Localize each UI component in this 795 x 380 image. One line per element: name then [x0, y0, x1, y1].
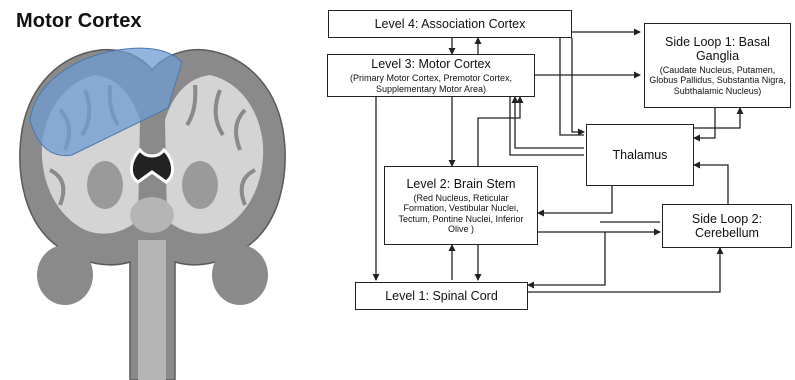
level3-box: Level 3: Motor Cortex (Primary Motor Cor… [327, 54, 535, 97]
level4-box: Level 4: Association Cortex [328, 10, 572, 38]
level2-subtitle: (Red Nucleus, Reticular Formation, Vesti… [385, 193, 537, 235]
level3-title: Level 3: Motor Cortex [371, 57, 491, 71]
level4-title: Level 4: Association Cortex [375, 17, 526, 31]
level2-box: Level 2: Brain Stem (Red Nucleus, Reticu… [384, 166, 538, 245]
thalamus-box: Thalamus [586, 124, 694, 186]
basal-ganglia-subtitle: (Caudate Nucleus, Putamen, Globus Pallid… [645, 65, 790, 97]
cerebellum-title: Side Loop 2: Cerebellum [663, 212, 791, 240]
level1-box: Level 1: Spinal Cord [355, 282, 528, 310]
basal-ganglia-box: Side Loop 1: Basal Ganglia (Caudate Nucl… [644, 23, 791, 108]
level2-title: Level 2: Brain Stem [406, 177, 515, 191]
cerebellum-box: Side Loop 2: Cerebellum [662, 204, 792, 248]
basal-ganglia-title: Side Loop 1: Basal Ganglia [645, 35, 790, 63]
level1-title: Level 1: Spinal Cord [385, 289, 498, 303]
level3-subtitle: (Primary Motor Cortex, Premotor Cortex, … [328, 73, 534, 94]
thalamus-title: Thalamus [613, 148, 668, 162]
